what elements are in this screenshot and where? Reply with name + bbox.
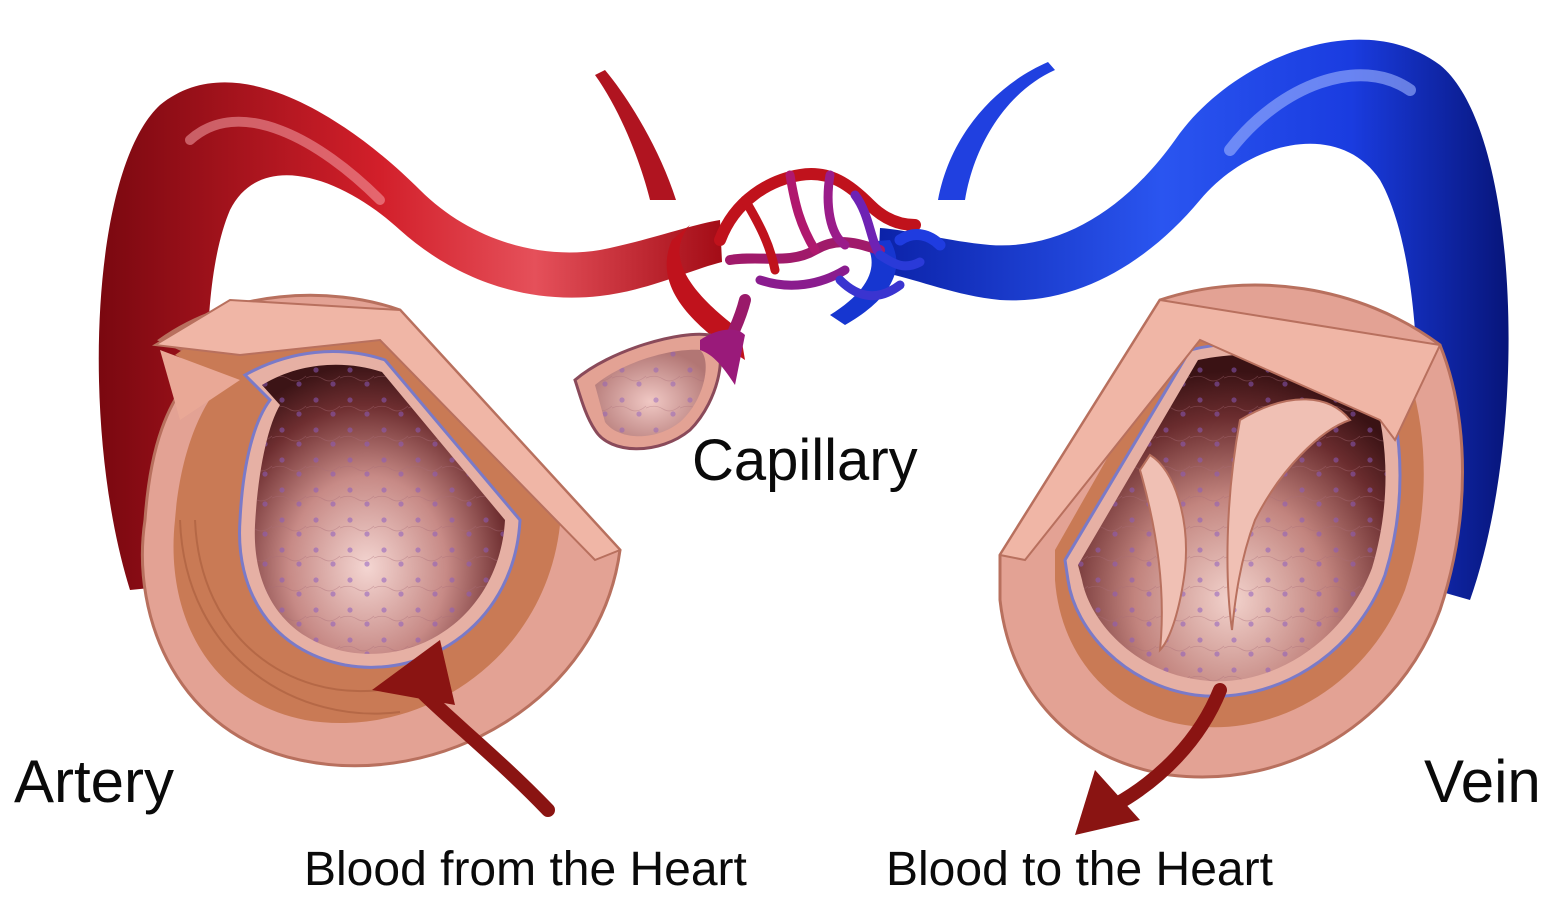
- label-blood-to-heart: Blood to the Heart: [886, 846, 1273, 894]
- label-blood-from-heart: Blood from the Heart: [304, 846, 747, 894]
- label-capillary: Capillary: [692, 432, 918, 490]
- vein-cross-section: [1000, 285, 1463, 777]
- artery-cross-section: [142, 295, 620, 765]
- capillary-network: [720, 174, 940, 360]
- label-vein: Vein: [1424, 752, 1541, 812]
- label-artery: Artery: [14, 752, 174, 812]
